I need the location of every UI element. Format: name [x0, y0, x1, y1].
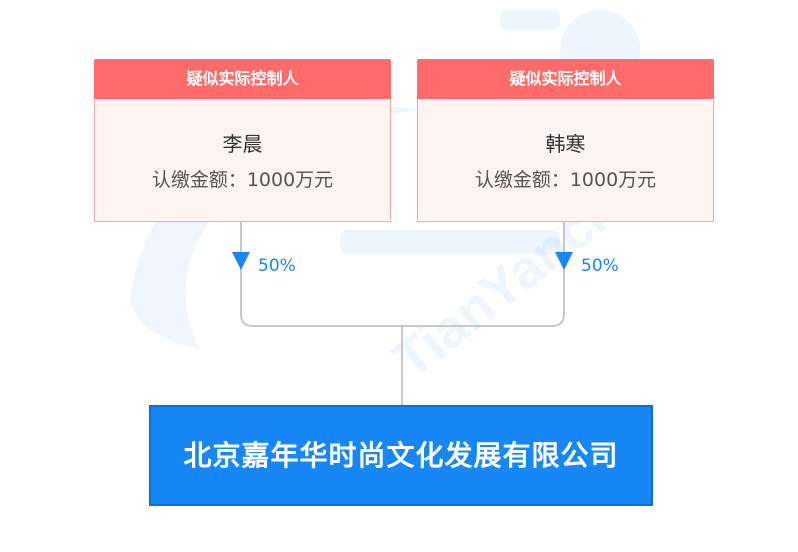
controller-tag: 疑似实际控制人	[94, 59, 391, 99]
shareholder-body: 李晨 认缴金额：1000万元	[94, 99, 391, 222]
down-arrow-icon	[555, 252, 573, 270]
shareholder-card-li-chen[interactable]: 疑似实际控制人 李晨 认缴金额：1000万元	[94, 59, 391, 222]
share-percent-label: 50%	[581, 256, 619, 276]
company-node[interactable]: 北京嘉年华时尚文化发展有限公司	[149, 405, 653, 506]
down-arrow-icon	[232, 252, 250, 270]
controller-tag: 疑似实际控制人	[417, 59, 714, 99]
shareholder-body: 韩寒 认缴金额：1000万元	[417, 99, 714, 222]
subscribed-amount: 认缴金额：1000万元	[474, 169, 657, 191]
shareholder-card-han-han[interactable]: 疑似实际控制人 韩寒 认缴金额：1000万元	[417, 59, 714, 222]
shareholder-name[interactable]: 李晨	[222, 132, 263, 156]
shareholder-name[interactable]: 韩寒	[545, 132, 586, 156]
subscribed-amount: 认缴金额：1000万元	[151, 169, 334, 191]
share-percent-label: 50%	[258, 256, 296, 276]
